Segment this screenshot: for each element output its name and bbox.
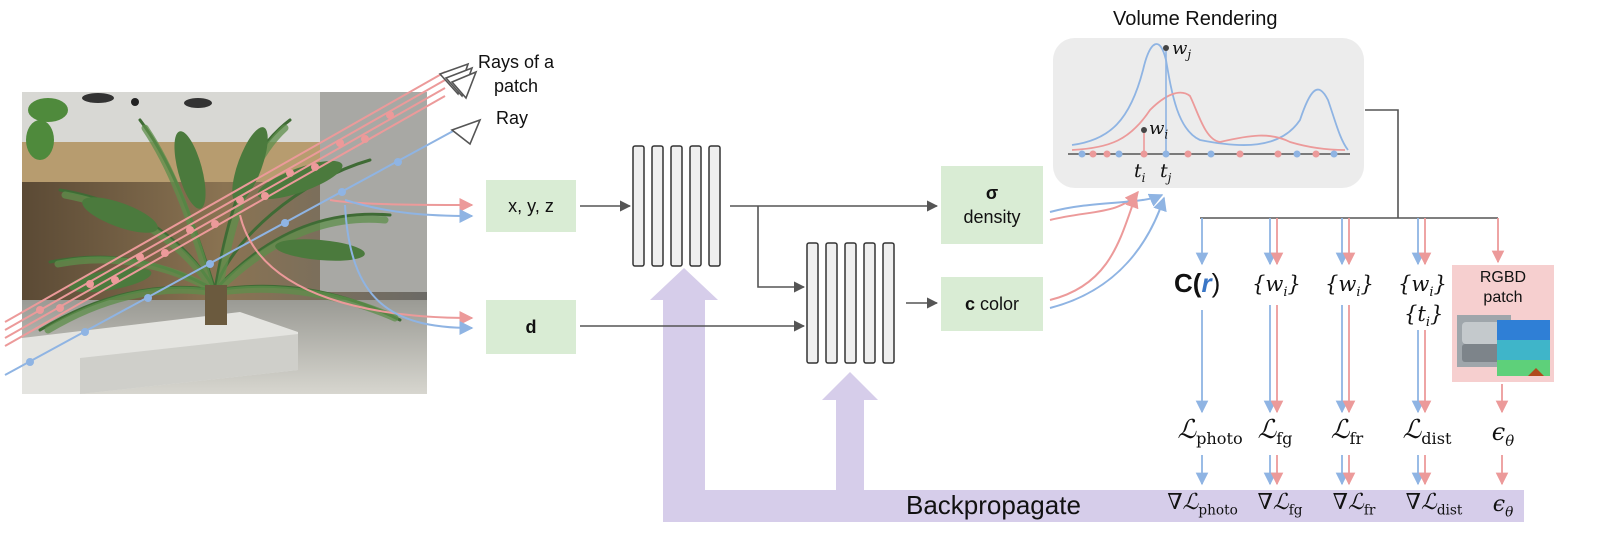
ray-symbol: r: [1201, 268, 1212, 298]
mlp-color: [806, 242, 895, 364]
grad-photo: ∇ℒphoto: [1167, 490, 1238, 519]
w-j-label: wj: [1172, 38, 1192, 62]
grad-fg: ∇ℒfg: [1257, 490, 1303, 519]
backpropagate-label: Backpropagate: [906, 490, 1081, 520]
weights-output-fg: {wi}: [1252, 272, 1301, 301]
w-i-point: [1141, 127, 1147, 133]
rgbd-patch-label: RGBD patch: [1479, 269, 1527, 306]
loss-photo: ℒphoto: [1177, 415, 1243, 449]
color-symbol: c: [964, 293, 975, 314]
weights-output-fr: {wi}: [1325, 272, 1374, 301]
w-i-label: wi: [1149, 118, 1169, 142]
outputs-to-render-arrows: [1049, 190, 1167, 309]
patch-ray-samples: [36, 111, 394, 314]
position-input-box: x, y, z: [486, 180, 576, 232]
loss-fr: ℒfr: [1330, 415, 1364, 449]
grad-dist: ∇ℒdist: [1405, 490, 1463, 519]
weight-curves: [1071, 43, 1349, 151]
rays-of-patch-label: Rays of a patch: [478, 52, 555, 96]
rgbd-depth-thumbnail: [1497, 320, 1550, 376]
fanout-arrows: [1195, 218, 1505, 266]
mlp-density: [632, 145, 721, 267]
photo-to-input-arrows: [239, 197, 474, 335]
rendered-color-output: C(r): [1174, 268, 1221, 298]
t-i-label: ti: [1134, 160, 1146, 185]
volume-rendering-title: Volume Rendering: [1113, 8, 1278, 30]
pipeline-arrows: [580, 200, 939, 332]
backprop-band: [650, 268, 1524, 522]
single-ray-samples: [26, 158, 402, 366]
volume-rendering-panel: [1053, 38, 1364, 188]
loss-dist: ℒdist: [1402, 415, 1452, 449]
density-label: density: [963, 207, 1021, 227]
patch-rays: [4, 71, 446, 347]
t-j-label: tj: [1160, 160, 1172, 185]
weights-output-dist: {wi}: [1398, 272, 1447, 301]
color-label: color: [980, 293, 1020, 314]
grad-eps: ϵθ: [1492, 492, 1514, 521]
output-to-loss-arrows: [1195, 305, 1509, 414]
grad-fr: ∇ℒfr: [1332, 490, 1376, 519]
color-output-box: c color: [941, 277, 1043, 331]
w-j-point: [1163, 45, 1169, 51]
loss-fg: ℒfg: [1257, 415, 1293, 449]
ray-label: Ray: [496, 108, 529, 128]
camera-frustum-icon: [438, 62, 482, 146]
times-output-dist: {ti}: [1404, 302, 1444, 331]
loss-eps: ϵθ: [1491, 418, 1515, 450]
direction-input-box: d: [486, 300, 576, 354]
single-ray: [4, 129, 456, 376]
density-symbol: σ: [985, 183, 999, 203]
position-input-label: x, y, z: [508, 195, 554, 216]
direction-input-label: d: [525, 316, 537, 337]
density-output-box: σ density: [941, 166, 1043, 244]
loss-to-gradient-arrows: [1195, 455, 1509, 486]
